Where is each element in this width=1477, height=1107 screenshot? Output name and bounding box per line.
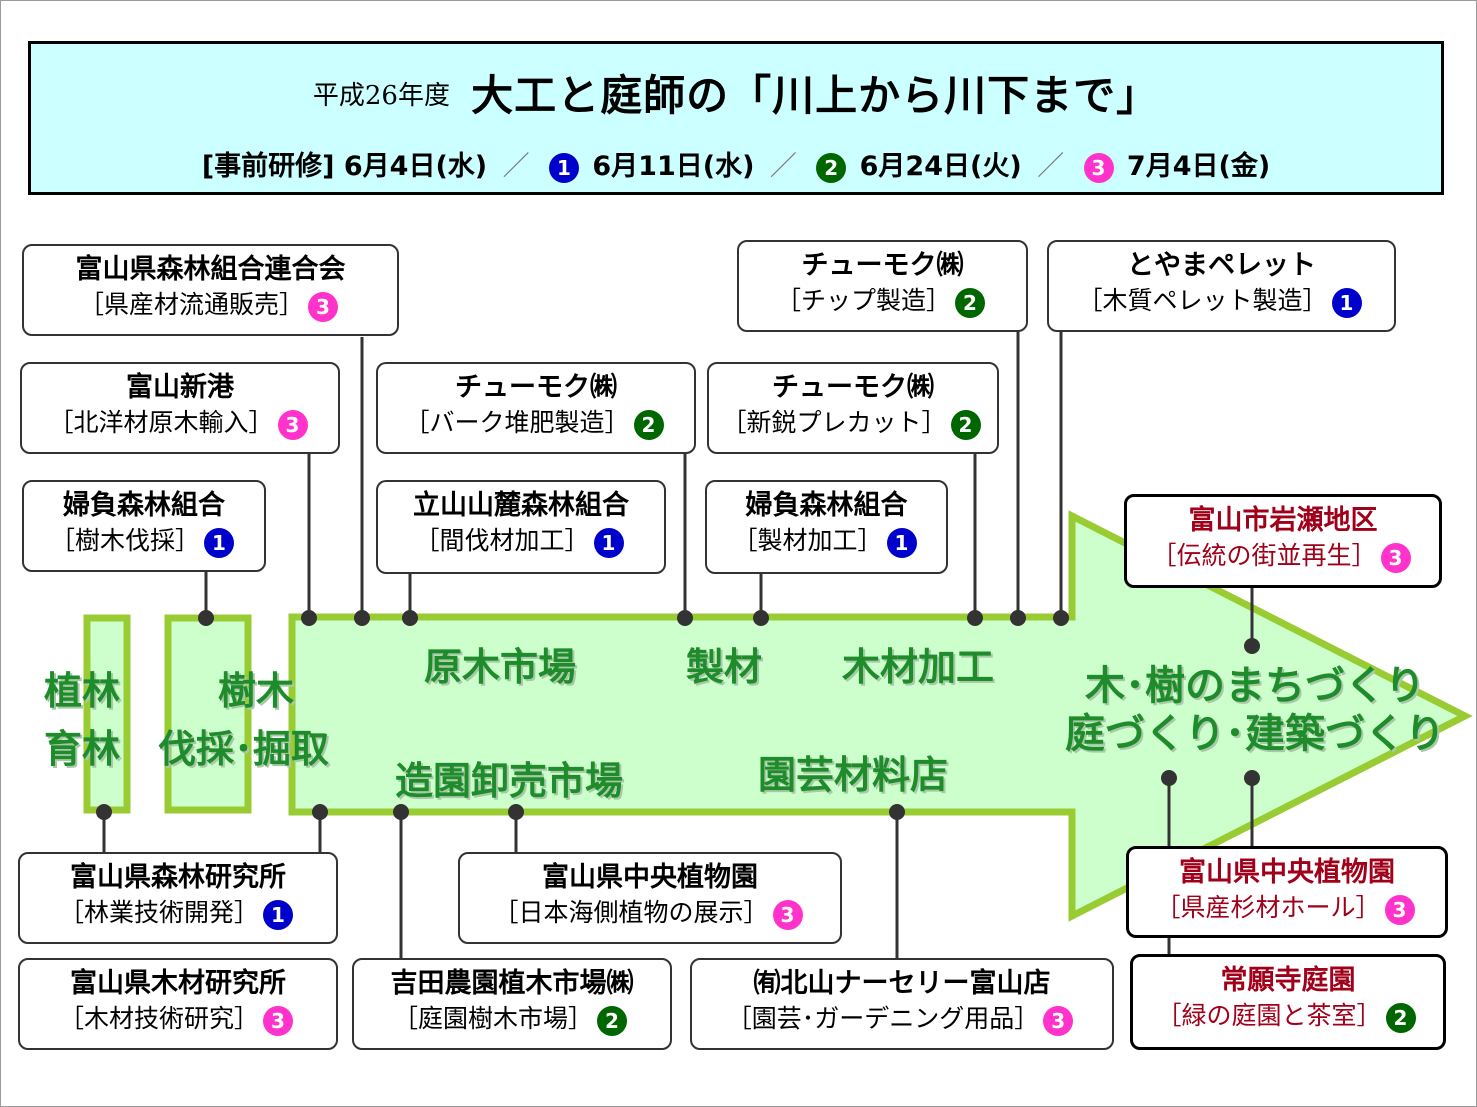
session-1-badge-icon: 1 [204, 527, 234, 558]
org-name: 婦負森林組合 [745, 490, 908, 521]
stage-nurturing: 育林 [44, 727, 121, 771]
session-1-badge-icon: 1 [548, 152, 579, 183]
session-1-badge-icon: 1 [886, 527, 917, 558]
stage-sawmill: 製材 [686, 645, 763, 689]
org-box-kitayama-nursery: ㈲北山ナーセリー富山店 ［園芸･ガーデニング用品］3 [690, 958, 1114, 1050]
org-desc: ［日本海側植物の展示］3 [460, 895, 840, 931]
org-box-nei-forest-union-1: 婦負森林組合 ［樹木伐採］1 [22, 480, 266, 572]
org-name: 富山県木材研究所 [70, 968, 286, 999]
schedule-pre: [事前研修] 6月4日(水) [201, 151, 488, 182]
org-box-forest-research: 富山県森林研究所 ［林業技術開発］1 [18, 852, 338, 944]
org-box-chumoku-chip: チューモク㈱ ［チップ製造］2 [737, 240, 1028, 332]
org-name: 富山新港 [126, 372, 234, 403]
org-box-toyama-pellet: とやまペレット ［木質ペレット製造］1 [1047, 240, 1396, 332]
org-desc: ［バーク堆肥製造］2 [378, 405, 694, 441]
stage-log-market: 原木市場 [424, 645, 577, 689]
org-box-wood-research: 富山県木材研究所 ［木材技術研究］3 [18, 958, 338, 1050]
org-desc: ［製材加工］1 [707, 523, 946, 559]
org-name: 立山山麓森林組合 [413, 490, 629, 521]
session-2-badge-icon: 2 [950, 409, 981, 440]
org-box-tateyama-forest-union: 立山山麓森林組合 ［間伐材加工］1 [376, 480, 666, 574]
schedule-session-3: 7月4日(金) [1126, 151, 1271, 182]
org-desc: ［園芸･ガーデニング用品］3 [692, 1001, 1112, 1037]
org-name: チューモク㈱ [455, 372, 617, 403]
org-name: 常願寺庭園 [1220, 965, 1356, 996]
org-desc: ［県産材流通販売］3 [24, 287, 397, 323]
session-3-badge-icon: 3 [1380, 542, 1411, 573]
org-name: 富山市岩瀬地区 [1188, 505, 1378, 536]
session-3-badge-icon: 3 [1043, 1005, 1074, 1036]
page-title: 大工と庭師の「川上から川下まで」 [471, 71, 1160, 120]
org-box-iwase-district: 富山市岩瀬地区 ［伝統の街並再生］3 [1124, 494, 1442, 588]
session-3-badge-icon: 3 [1083, 152, 1114, 183]
stage-trees: 樹木 [218, 669, 295, 713]
org-desc: ［北洋材原木輸入］3 [22, 405, 338, 441]
session-3-badge-icon: 3 [1384, 894, 1415, 925]
org-desc: ［チップ製造］2 [739, 283, 1026, 319]
org-desc: ［県産杉材ホール］3 [1129, 890, 1445, 926]
stage-planting: 植林 [44, 669, 121, 713]
schedule-session-1: 6月11日(水) [592, 151, 755, 182]
org-box-botanic-garden-2: 富山県中央植物園 ［県産杉材ホール］3 [1126, 846, 1448, 938]
fiscal-year: 平成26年度 [312, 81, 450, 111]
schedule-row: [事前研修] 6月4日(水) ／ 1 6月11日(水) ／ 2 6月24日(火)… [31, 144, 1441, 183]
org-box-nei-forest-union-2: 婦負森林組合 ［製材加工］1 [705, 480, 948, 574]
org-desc: ［樹木伐採］1 [24, 523, 264, 559]
org-box-yoshida-nursery-market: 吉田農園植木市場㈱ ［庭園樹木市場］2 [352, 958, 672, 1050]
stage-nursery-market: 造園卸売市場 [395, 759, 624, 803]
org-desc: ［木質ペレット製造］1 [1049, 283, 1394, 319]
stage-town-making: 木･樹のまちづくり 庭づくり･建築づくり [1050, 662, 1460, 758]
org-desc: ［庭園樹木市場］2 [354, 1001, 670, 1037]
org-name: 富山県中央植物園 [542, 862, 758, 893]
title-row: 平成26年度 大工と庭師の「川上から川下まで」 [31, 62, 1441, 123]
session-2-badge-icon: 2 [955, 287, 985, 318]
session-3-badge-icon: 3 [308, 291, 338, 322]
flow-arrow [288, 510, 1473, 922]
org-box-chumoku-precut: チューモク㈱ ［新鋭プレカット］2 [707, 362, 999, 454]
session-2-badge-icon: 2 [1385, 1002, 1416, 1033]
org-name: 富山県中央植物園 [1179, 857, 1395, 888]
org-box-forest-union-federation: 富山県森林組合連合会 ［県産材流通販売］3 [22, 244, 399, 336]
org-name: ㈲北山ナーセリー富山店 [753, 968, 1051, 999]
org-desc: ［緑の庭園と茶室］2 [1133, 998, 1443, 1034]
planting-frame [83, 614, 131, 814]
org-desc: ［伝統の街並再生］3 [1127, 538, 1439, 574]
org-box-joganji-garden: 常願寺庭園 ［緑の庭園と茶室］2 [1130, 954, 1446, 1050]
session-3-badge-icon: 3 [263, 1005, 293, 1036]
org-box-chumoku-bark: チューモク㈱ ［バーク堆肥製造］2 [376, 362, 696, 454]
stage-garden-store: 園芸材料店 [758, 753, 949, 797]
org-desc: ［林業技術開発］1 [20, 895, 336, 931]
org-name: チューモク㈱ [772, 372, 934, 403]
org-box-botanic-garden-1: 富山県中央植物園 ［日本海側植物の展示］3 [458, 852, 842, 944]
org-name: 富山県森林組合連合会 [75, 254, 346, 285]
stage-town-line1: 木･樹のまちづくり [1085, 663, 1425, 709]
title-banner: 平成26年度 大工と庭師の「川上から川下まで」 [事前研修] 6月4日(水) ／… [28, 41, 1444, 195]
org-desc: ［木材技術研究］3 [20, 1001, 336, 1037]
org-desc: ［新鋭プレカット］2 [709, 405, 997, 441]
session-2-badge-icon: 2 [597, 1005, 627, 1036]
org-name: チューモク㈱ [801, 250, 964, 281]
session-2-badge-icon: 2 [816, 152, 847, 183]
session-3-badge-icon: 3 [277, 409, 308, 440]
separator-slash-icon: ／ [769, 151, 797, 182]
org-name: とやまペレット [1127, 250, 1316, 281]
org-name: 婦負森林組合 [63, 490, 225, 521]
session-1-badge-icon: 1 [1331, 287, 1362, 318]
org-name: 富山県森林研究所 [70, 862, 286, 893]
org-name: 吉田農園植木市場㈱ [390, 968, 634, 999]
org-desc: ［間伐材加工］1 [378, 523, 664, 559]
stage-processing: 木材加工 [842, 645, 995, 689]
org-box-toyama-shinko: 富山新港 ［北洋材原木輸入］3 [20, 362, 340, 454]
session-3-badge-icon: 3 [772, 899, 803, 930]
stage-town-line2: 庭づくり･建築づくり [1065, 711, 1445, 757]
session-2-badge-icon: 2 [633, 409, 664, 440]
separator-slash-icon: ／ [1037, 151, 1065, 182]
session-1-badge-icon: 1 [593, 527, 624, 558]
schedule-session-2: 6月24日(火) [859, 151, 1022, 182]
connector-dots [96, 610, 1260, 820]
separator-slash-icon: ／ [502, 151, 530, 182]
session-1-badge-icon: 1 [263, 899, 293, 930]
stage-felling: 伐採･掘取 [158, 727, 330, 771]
